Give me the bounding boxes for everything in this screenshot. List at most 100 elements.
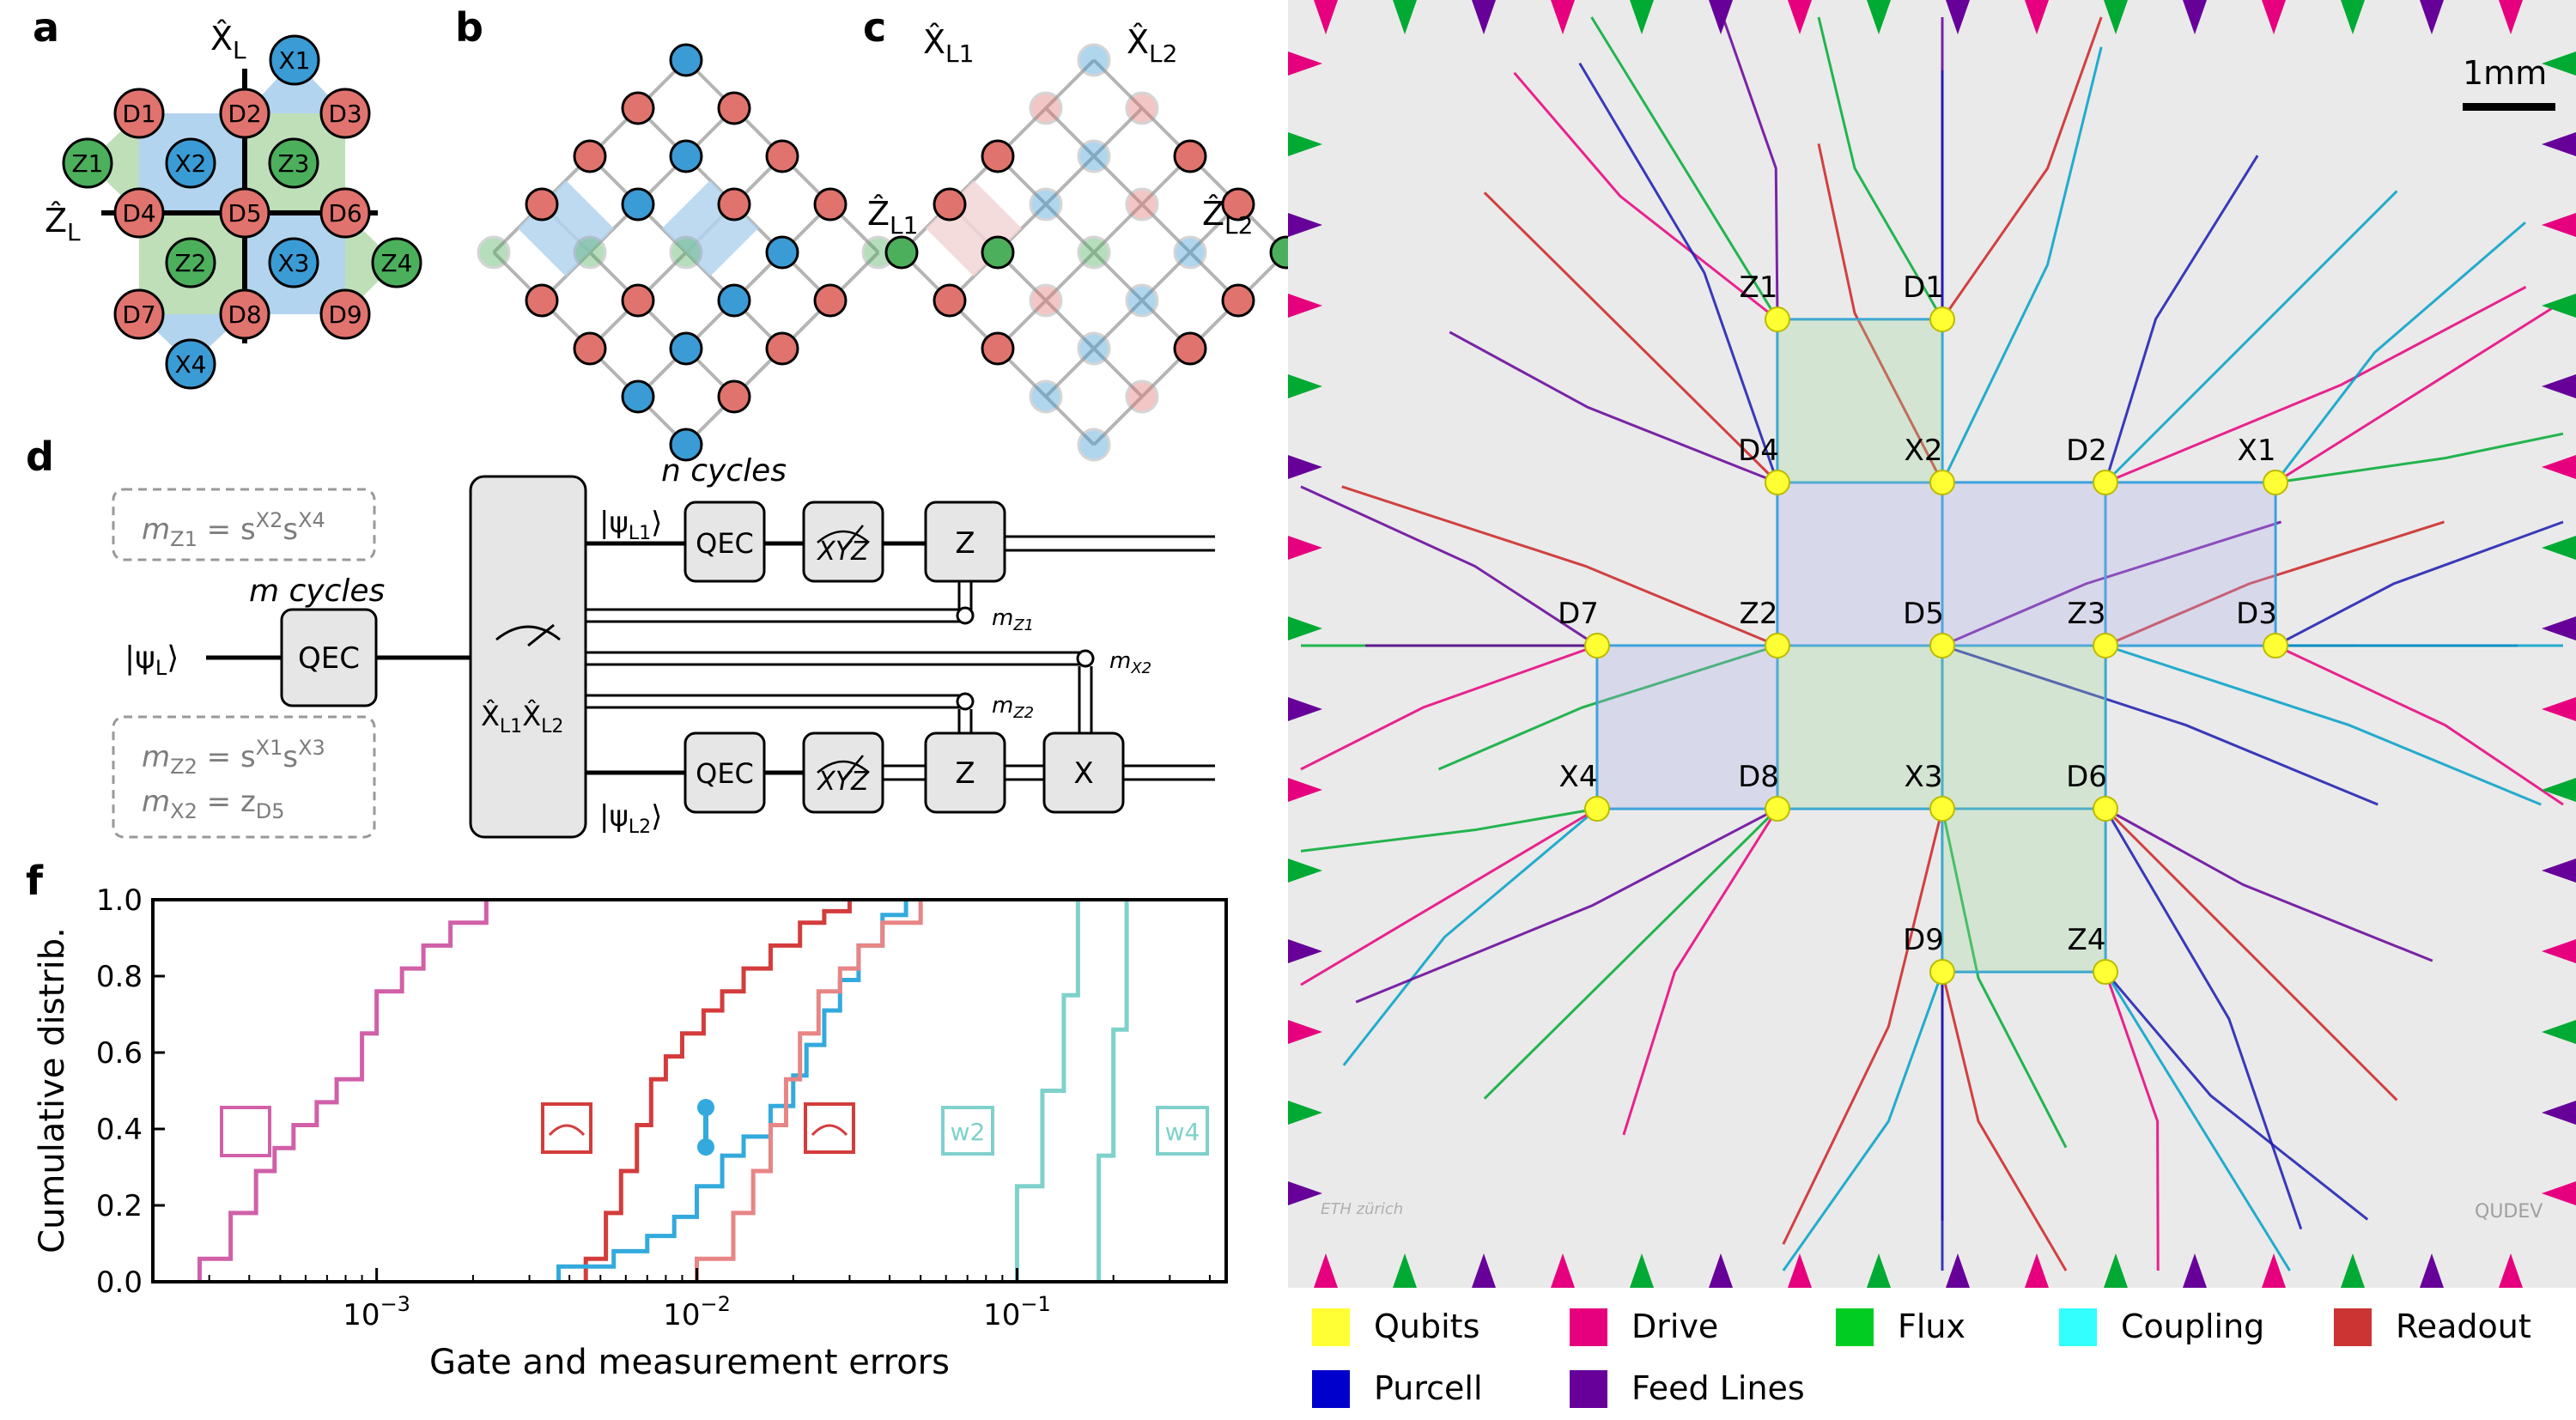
legend-swatch-coupling <box>2059 1308 2097 1346</box>
qubit-label-z3: Z3 <box>278 149 310 178</box>
syndrome-eq-2: mZ2 = sX1sX3 <box>142 736 325 779</box>
chip-qubit-label-x2: X2 <box>1905 434 1943 468</box>
series-1 <box>583 900 852 1282</box>
qubit-label-z2: Z2 <box>175 249 207 277</box>
panel-c-xl2-label: X̂L2 <box>1127 23 1177 68</box>
joint-measurement-label: X̂L1X̂L2 <box>481 700 563 737</box>
qubit-label-d7: D7 <box>122 300 155 329</box>
y-tick-label: 1.0 <box>96 883 143 918</box>
y-tick-label: 0.8 <box>96 960 143 994</box>
chip-wiring <box>1288 0 2576 1288</box>
panel-label-a: a <box>33 4 59 51</box>
y-tick-label: 0.6 <box>96 1036 143 1071</box>
chip-qubit-d2 <box>2093 470 2118 495</box>
legend-swatch-purcell <box>1312 1370 1350 1408</box>
chip-qubit-d4 <box>1765 470 1790 495</box>
x-tick-label: 10−3 <box>343 1292 410 1332</box>
z-gate-l2 <box>924 731 1006 814</box>
qubit-x4 <box>165 338 216 390</box>
qubit-label-d6: D6 <box>328 199 361 228</box>
legend-swatch-qubits <box>1312 1308 1350 1346</box>
qubit-x2 <box>165 137 216 189</box>
chip-qubit-x3 <box>1929 796 1955 822</box>
y-axis-label: Cumulative distrib. <box>33 927 72 1253</box>
qubit-label-d9: D9 <box>328 300 361 329</box>
plaquette-z1 <box>88 113 139 213</box>
xyz-measure-l2 <box>802 731 884 814</box>
y-tick-label: 0.0 <box>96 1265 143 1300</box>
qubit-z2 <box>165 237 216 288</box>
w2-box <box>941 1106 994 1156</box>
panel-a-zl-label: ẐL <box>45 202 81 246</box>
qec-gate-input <box>280 608 378 707</box>
legend-label-flux: Flux <box>1898 1308 1965 1345</box>
x-axis-label: Gate and measurement errors <box>429 1343 950 1382</box>
scale-bar-label: 1mm <box>2463 54 2547 92</box>
plaquette-x1 <box>245 60 345 113</box>
qubit-label-d3: D3 <box>328 100 361 128</box>
qubit-d2 <box>219 88 270 139</box>
chip-qubit-x4 <box>1584 796 1610 822</box>
qubit-label-d2: D2 <box>228 100 261 128</box>
chip-qubit-d1 <box>1929 306 1955 332</box>
panel-label-b: b <box>455 4 483 51</box>
mx2-label: mX2 <box>1109 648 1151 677</box>
qubit-x1 <box>269 34 320 86</box>
z-gate-l2-label: Z <box>955 756 975 791</box>
input-state-label: |ψL⟩ <box>125 640 179 680</box>
chip-qubit-x2 <box>1929 470 1955 495</box>
qubit-d9 <box>319 288 371 340</box>
qubit-d4 <box>113 187 165 239</box>
series-2 <box>556 900 908 1282</box>
qubit-label-d4: D4 <box>122 199 155 228</box>
legend-label-purcell: Purcell <box>1374 1369 1483 1407</box>
panel-label-f: f <box>26 858 44 904</box>
qubit-label-d8: D8 <box>228 300 261 329</box>
legend-label-drive: Drive <box>1631 1308 1718 1345</box>
qubit-z3 <box>268 137 319 189</box>
panel-c-zl2-label: ẐL2 <box>1202 195 1253 240</box>
n-cycles-label: n cycles <box>661 453 787 489</box>
chip-qubit-label-z3: Z3 <box>2068 597 2106 631</box>
chip-qubit-label-x4: X4 <box>1559 760 1598 794</box>
qubit-label-x4: X4 <box>175 350 207 379</box>
x-gate-l2-label: X <box>1073 756 1093 791</box>
series-3 <box>695 900 923 1282</box>
x-tick-label: 10−1 <box>983 1292 1051 1332</box>
chip-plaquettes <box>1597 319 2275 972</box>
chip-qubit-z3 <box>2093 633 2118 658</box>
panel-label-c: c <box>863 4 886 51</box>
chip-qubit-label-x1: X1 <box>2238 434 2276 468</box>
syndrome-box-1 <box>112 488 376 561</box>
w2-label: w2 <box>951 1118 986 1146</box>
m-cycles-label: m cycles <box>249 573 385 609</box>
qec-gate-input-label: QEC <box>298 641 360 676</box>
qubit-z4 <box>371 237 422 288</box>
chip-qubit-label-d5: D5 <box>1903 597 1944 631</box>
chip-qubit-z2 <box>1765 633 1790 658</box>
qubit-d1 <box>113 88 165 139</box>
chip-qubit-label-z4: Z4 <box>2068 923 2106 957</box>
psi-l1-label: |ψL1⟩ <box>599 506 662 544</box>
chip-qubit-label-z1: Z1 <box>1740 270 1778 305</box>
chip-qubit-x1 <box>2263 470 2288 495</box>
chip-qubit-label-d3: D3 <box>2236 597 2277 631</box>
plot-frame <box>151 898 1228 1283</box>
chip-qubit-label-d4: D4 <box>1738 434 1779 468</box>
qubit-d5 <box>219 187 270 239</box>
qubit-label-z4: Z4 <box>381 249 413 277</box>
qubit-label-d5: D5 <box>228 199 261 228</box>
readout-2-icon <box>541 1102 592 1154</box>
chip-qubit-label-d8: D8 <box>1738 760 1779 794</box>
joint-measurement-box <box>469 475 587 839</box>
qubit-z1 <box>62 137 113 189</box>
chip-qubit-label-d6: D6 <box>2066 760 2107 794</box>
panel-label-d: d <box>26 434 54 480</box>
plaquette-z4 <box>345 213 397 314</box>
z-gate-l1 <box>924 501 1006 583</box>
panel-d-circuit: mZ1 = sX2sX4 mZ2 = sX1sX3 mX2 = zD5 |ψL⟩… <box>112 453 1215 839</box>
